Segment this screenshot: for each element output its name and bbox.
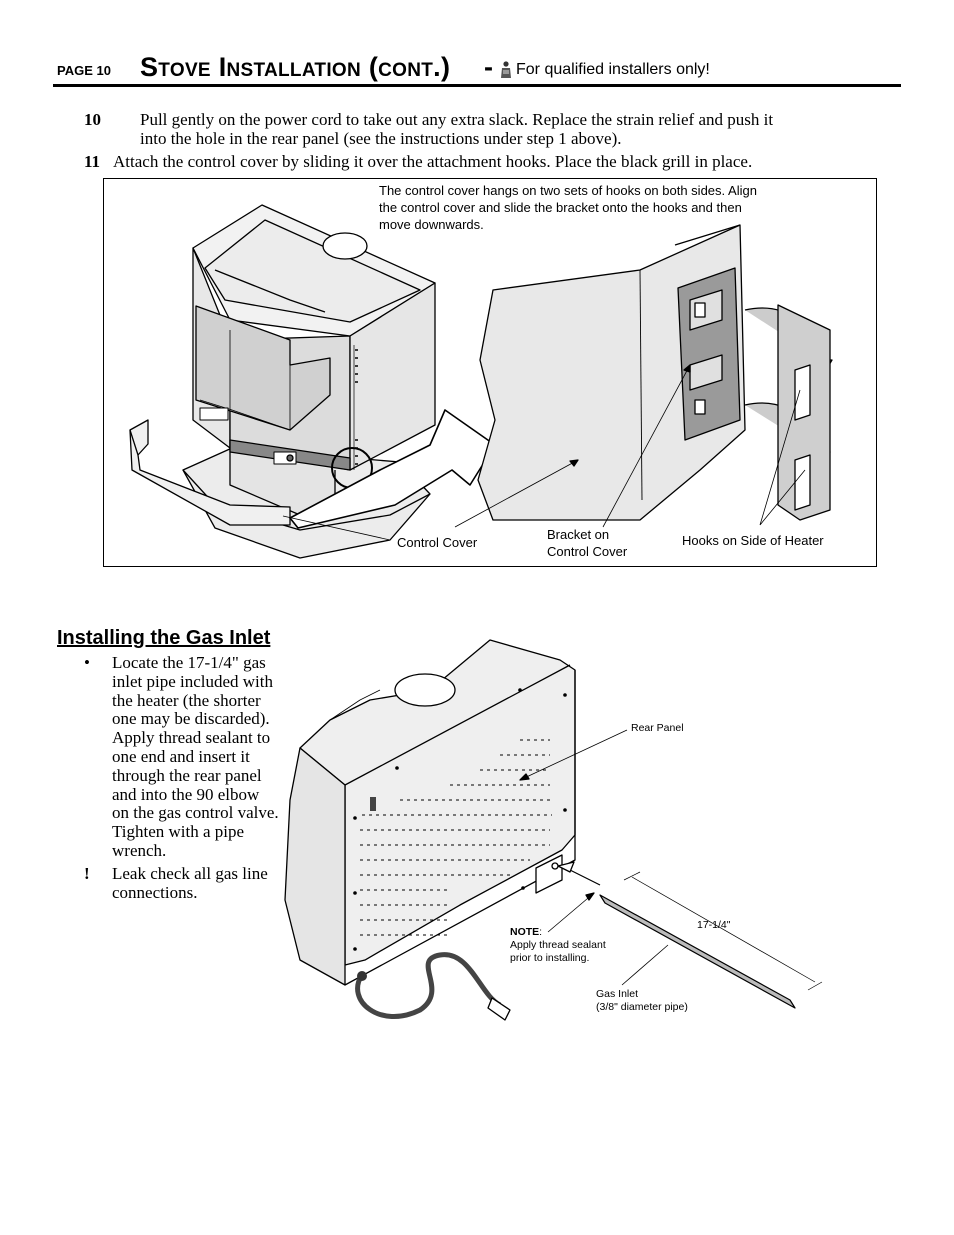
panel-screws bbox=[353, 688, 567, 951]
label-gas-inlet: Gas Inlet bbox=[596, 988, 639, 1000]
note-bold: NOTE bbox=[510, 926, 540, 938]
label-control-cover: Control Cover bbox=[397, 535, 478, 550]
bullet-line: inlet pipe included with bbox=[112, 671, 273, 691]
step-text: into the hole in the rear panel (see the… bbox=[140, 129, 622, 148]
label-bracket: Bracket on bbox=[547, 527, 610, 542]
header-rule bbox=[53, 84, 901, 87]
installer-note: For qualified installers only! bbox=[516, 61, 710, 78]
bullet-line: the heater (the shorter bbox=[112, 690, 261, 710]
stove-illustration bbox=[129, 204, 436, 559]
section-title: Installing the Gas Inlet bbox=[57, 627, 271, 649]
caption-line: the control cover and slide the bracket … bbox=[379, 200, 742, 215]
bullet-line: on the gas control valve. bbox=[112, 803, 279, 823]
bullet-line: through the rear panel bbox=[112, 765, 262, 785]
control-cover-zoom bbox=[477, 224, 833, 521]
step-number: 11 bbox=[84, 152, 101, 171]
bullet-line: Locate the 17-1/4" gas bbox=[112, 653, 266, 672]
title-dash: - bbox=[484, 52, 493, 82]
label-hooks: Hooks on Side of Heater bbox=[682, 533, 824, 548]
warning-marker: ! bbox=[84, 864, 90, 883]
bullet-line: and into the 90 elbow bbox=[112, 784, 260, 804]
page-title: Stove Installation (cont.) bbox=[140, 52, 451, 82]
bullet-line: one end and insert it bbox=[112, 746, 250, 766]
bullet-line: connections. bbox=[112, 882, 198, 902]
bullet-text: Locate the 17-1/4" gas inlet pipe includ… bbox=[112, 653, 312, 861]
note-text: prior to installing. bbox=[510, 952, 590, 964]
caption-line: move downwards. bbox=[379, 217, 484, 232]
note-label: NOTE: bbox=[510, 926, 542, 939]
note-text: Apply thread sealant bbox=[510, 939, 606, 951]
note-colon: : bbox=[539, 926, 543, 938]
step-number: 10 bbox=[84, 110, 101, 129]
step-text: Pull gently on the power cord to take ou… bbox=[140, 110, 774, 129]
bullet-marker: • bbox=[84, 653, 90, 672]
figure-control-cover bbox=[103, 178, 877, 567]
vent-pattern bbox=[360, 739, 552, 936]
installer-icon bbox=[499, 61, 513, 83]
bullet-line: wrench. bbox=[112, 840, 167, 860]
bullet-line: Leak check all gas line bbox=[112, 864, 268, 883]
label-rear-panel: Rear Panel bbox=[631, 722, 684, 734]
bullet-text: Leak check all gas line connections. bbox=[112, 864, 312, 903]
figure-caption: The control cover hangs on two sets of h… bbox=[379, 182, 839, 233]
step-text: Attach the control cover by sliding it o… bbox=[113, 152, 753, 171]
bullet-line: Apply thread sealant to bbox=[112, 728, 271, 748]
bullet-line: one may be discarded). bbox=[112, 709, 270, 729]
caption-line: The control cover hangs on two sets of h… bbox=[379, 183, 757, 198]
rear-panel-illustration bbox=[284, 639, 823, 1021]
bullet-line: Tighten with a pipe bbox=[112, 822, 245, 842]
label-gas-inlet: (3/8" diameter pipe) bbox=[596, 1001, 688, 1013]
label-bracket: Control Cover bbox=[547, 544, 628, 559]
label-length: 17-1/4" bbox=[697, 919, 731, 931]
page-number: PAGE 10 bbox=[57, 63, 111, 78]
